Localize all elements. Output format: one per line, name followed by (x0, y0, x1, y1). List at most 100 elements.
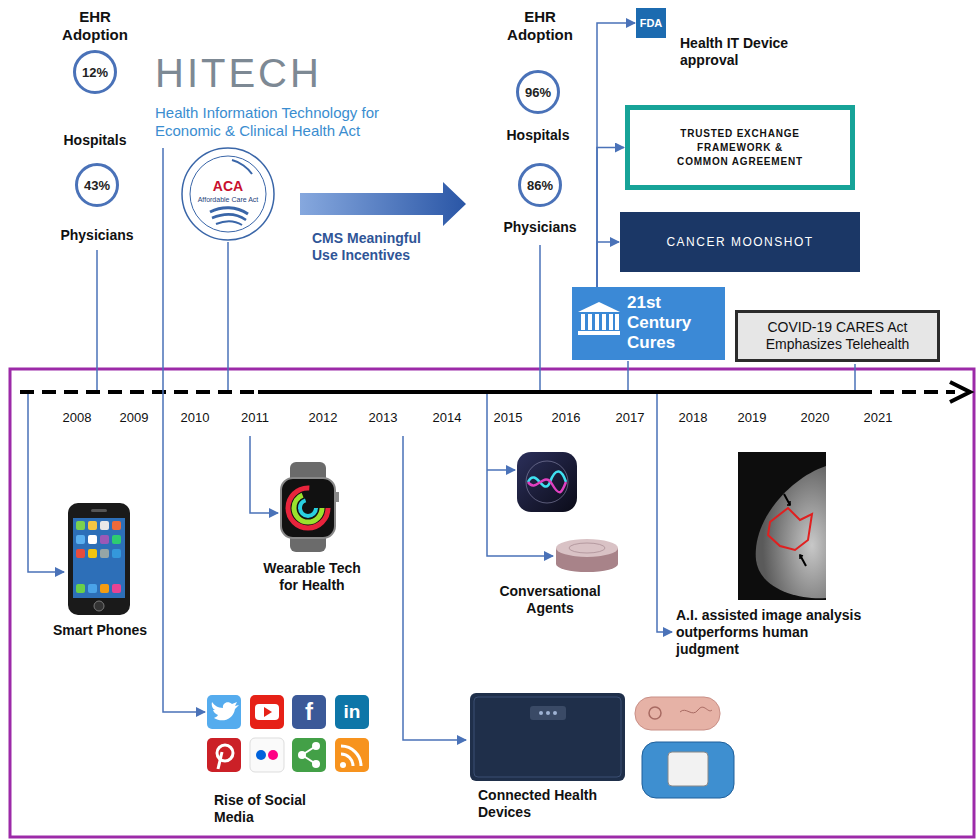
law-box: COVID-19 CARES Act Emphasizes Telehealth (735, 310, 940, 362)
social-media-icons-part (218, 752, 222, 769)
smartwatch-icon-part (300, 500, 316, 516)
smartphone-icon-part (76, 521, 85, 530)
percent-value: 86% (527, 178, 553, 193)
smartphone-icon-part (88, 549, 97, 558)
siri-icon (517, 452, 577, 512)
timeline-axis-part (858, 390, 955, 394)
siri-icon-part (528, 479, 566, 492)
year-tick-label: 2013 (361, 410, 405, 426)
connected-devices-icon-part (553, 711, 557, 715)
cms-arrow (300, 182, 466, 226)
siri-icon-part (526, 461, 568, 503)
social-media-icons (207, 695, 369, 772)
siri-icon-part (517, 452, 577, 512)
initiative-box: CANCER MOONSHOT (620, 212, 860, 272)
leader-line-part (657, 394, 672, 632)
year-tick-label: 2018 (671, 410, 715, 426)
connected-devices-icon-part (530, 706, 566, 720)
leader-line-part (163, 148, 205, 712)
year-tick-label: 2010 (173, 410, 217, 426)
fda-item: FDA Health IT Device approval (636, 8, 846, 80)
smartphone-icon-part (112, 549, 121, 558)
social-media-icons-part (312, 742, 320, 750)
social-media-icons-part (264, 707, 272, 717)
connected-devices-icon-part (680, 707, 712, 713)
percent-circle: 12% (73, 50, 117, 94)
aca-seal-part (216, 221, 242, 225)
mammogram-image-part (784, 494, 790, 505)
stat-caption: Hospitals (493, 127, 583, 144)
connected-devices-icon-part (635, 697, 720, 730)
leader-line-part (403, 436, 466, 740)
mammogram-image-part (800, 555, 803, 559)
leader-line-part (96, 250, 98, 390)
year-tick-label: 2019 (730, 410, 774, 426)
box-text: TRUSTED EXCHANGE FRAMEWORK & COMMON AGRE… (670, 127, 810, 169)
arrow-label: CMS Meaningful Use Incentives (312, 230, 442, 264)
percent-circle: 86% (518, 163, 562, 207)
social-media-icons-part (207, 738, 241, 772)
mammogram-image-part (768, 508, 812, 550)
smartwatch-icon (281, 462, 339, 552)
aca-seal-part (212, 214, 246, 220)
smartphone-icon-part (76, 535, 85, 544)
connected-devices-icon-part (668, 752, 708, 786)
smartphone-icon-part (94, 601, 104, 611)
percent-value: 12% (82, 65, 108, 80)
leader-line-part (250, 436, 278, 513)
ehr-stat: 86%Physicians (495, 163, 585, 236)
social-media-icons-part (340, 762, 346, 768)
fda-logo-text: FDA (640, 17, 663, 30)
timeline-axis-part (20, 390, 258, 394)
section-heading: EHR Adoption (497, 8, 583, 44)
smartphone-icon-part (100, 521, 109, 530)
leader-line-part (627, 361, 629, 390)
social-media-icons-part (250, 695, 284, 729)
purple-frame-part (10, 369, 974, 837)
smartwatch-icon-part (281, 478, 335, 538)
cms-arrow-part (300, 182, 466, 226)
connected-devices-icon-part (470, 693, 625, 781)
smartphone-icon-part (73, 518, 125, 598)
year-tick-label: 2017 (608, 410, 652, 426)
ehr-stat: 43% Physicians (52, 163, 142, 244)
stat-caption: Hospitals (50, 132, 140, 149)
leader-line-part (28, 394, 64, 572)
act-full-name: Health Information Technology for Econom… (155, 104, 417, 140)
social-icon-letter: in (335, 695, 369, 729)
timeline-axis-part (258, 390, 858, 394)
smartphone-icon-part (91, 509, 107, 512)
mammogram-image-part (738, 452, 826, 600)
year-tick-label: 2014 (425, 410, 469, 426)
smart-speaker-icon-part (556, 539, 618, 557)
milestone-caption: Connected Health Devices (478, 787, 628, 821)
aca-seal-part (190, 156, 266, 232)
fda-caption: Health IT Device approval (680, 35, 840, 69)
box-text: CANCER MOONSHOT (666, 234, 813, 250)
social-media-icons-part (292, 738, 326, 772)
percent-circle: 96% (516, 70, 560, 114)
smartphone-icon-part (76, 549, 85, 558)
year-tick-label: 2016 (544, 410, 588, 426)
aca-seal-part (182, 148, 274, 240)
social-media-icons-part (212, 702, 239, 720)
ehr-stat: 96% Hospitals (493, 70, 583, 144)
smart-speaker-icon-part (556, 556, 618, 572)
smartphone-icon-part (68, 503, 130, 615)
milestone-caption: Wearable Tech for Health (256, 560, 368, 594)
aca-seal (182, 148, 274, 240)
mammogram-image-part (800, 555, 806, 566)
social-media-icons-part (312, 760, 320, 768)
percent-circle: 43% (75, 163, 119, 207)
year-tick-label: 2020 (793, 410, 837, 426)
mammogram-image-part (756, 466, 826, 598)
smart-speaker-icon-part (569, 543, 605, 553)
connected-devices-icon-part (642, 742, 734, 798)
percent-value: 96% (525, 85, 551, 100)
stat-caption: Physicians (52, 227, 142, 244)
seal-acronym: ACA (200, 178, 256, 194)
social-icon-letter: f (292, 695, 326, 729)
box-text: 21st Century Cures (627, 293, 717, 353)
leader-line-part (854, 364, 856, 390)
